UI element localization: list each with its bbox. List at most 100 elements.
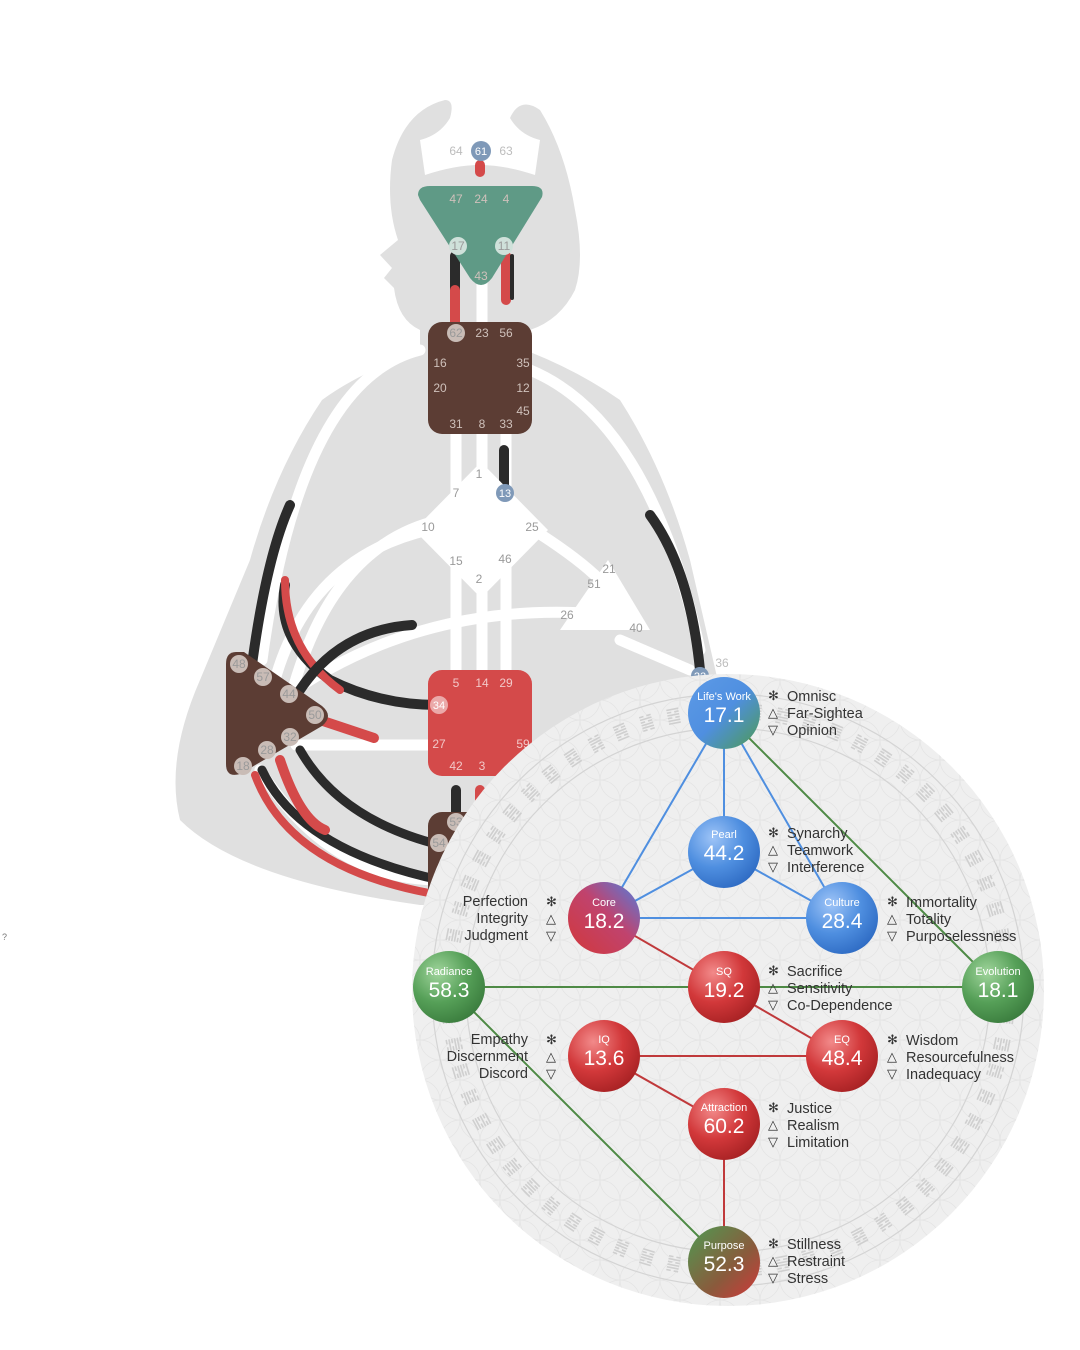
siddhi-icon: ✻	[887, 1032, 898, 1047]
sphere-name: Radiance	[426, 966, 472, 978]
shadow-label: Co-Dependence	[787, 998, 893, 1014]
sphere-value: 18.2	[584, 910, 625, 933]
gate-11: 11	[498, 239, 511, 253]
sphere-value: 18.1	[978, 979, 1019, 1002]
labels-core: Perfection ✻ Integrity △ Judgment ▽	[463, 894, 557, 944]
sphere-radiance[interactable]: Radiance 58.3	[413, 951, 485, 1023]
hexagram-glyph	[826, 1238, 844, 1258]
hexagram-glyph	[934, 1157, 954, 1177]
shadow-icon: ▽	[768, 997, 778, 1012]
sphere-name: IQ	[598, 1034, 610, 1046]
gate-44: 44	[282, 687, 296, 701]
shadow-label: Purposelessness	[906, 929, 1016, 945]
hexagram-glyph	[775, 707, 790, 726]
hexagram-glyph	[964, 1112, 984, 1131]
sphere-value: 48.4	[822, 1047, 863, 1070]
siddhi-label: Omnisc	[787, 689, 836, 705]
gift-icon: △	[768, 1253, 778, 1268]
shadow-icon: ▽	[546, 1066, 556, 1081]
siddhi-icon: ✻	[768, 688, 779, 703]
gate-51: 51	[587, 577, 601, 591]
hexagram-glyph	[612, 1238, 630, 1258]
hexagram-glyph	[502, 803, 522, 823]
spleen-center: 48 57 44 50 32 28 18	[226, 652, 328, 775]
gate-64: 64	[449, 144, 463, 158]
hexagram-glyph	[895, 764, 915, 784]
gate-43: 43	[474, 269, 488, 283]
sphere-culture[interactable]: Culture 28.4	[806, 882, 878, 954]
hexagram-glyph	[850, 734, 869, 754]
gate-27: 27	[432, 737, 446, 751]
gate-46: 46	[498, 552, 512, 566]
hexagram-glyph	[985, 1063, 1005, 1080]
hexagram-glyph	[976, 1088, 996, 1106]
sphere-attraction[interactable]: Attraction 60.2	[688, 1088, 760, 1160]
gate-62: 62	[449, 326, 463, 340]
sphere-iq[interactable]: IQ 13.6	[568, 1020, 640, 1092]
hexagram-glyph	[915, 782, 936, 803]
shadow-icon: ▽	[768, 1134, 778, 1149]
hexagram-glyph	[587, 1226, 606, 1246]
gate-50: 50	[308, 708, 322, 722]
gift-icon: △	[768, 842, 778, 857]
siddhi-icon: ✻	[887, 894, 898, 909]
hexagram-glyph	[638, 713, 655, 733]
hexagram-glyph	[775, 1254, 790, 1273]
sphere-purpose[interactable]: Purpose 52.3	[688, 1226, 760, 1298]
sphere-name: Evolution	[975, 966, 1020, 978]
gate-14: 14	[475, 676, 489, 690]
hexagram-glyph	[472, 1112, 492, 1131]
sphere-evolution[interactable]: Evolution 18.1	[962, 951, 1034, 1023]
gate-57: 57	[256, 670, 270, 684]
shadow-label: Judgment	[464, 928, 528, 944]
hexagram-glyph	[451, 1063, 471, 1080]
hexagram-glyph	[915, 1177, 936, 1198]
hexagram-glyph	[520, 1177, 541, 1198]
gate-34: 34	[433, 700, 445, 712]
hexagram-glyph	[638, 1247, 655, 1267]
gate-40: 40	[629, 621, 643, 635]
gate-25: 25	[525, 520, 539, 534]
gift-label: Realism	[787, 1118, 839, 1134]
sphere-sq[interactable]: SQ 19.2	[688, 951, 760, 1023]
sphere-lifes-work[interactable]: Life's Work 17.1	[688, 677, 760, 749]
gate-23: 23	[475, 326, 489, 340]
shadow-label: Opinion	[787, 723, 837, 739]
hexagram-glyph	[486, 825, 506, 845]
sphere-name: Attraction	[701, 1102, 747, 1114]
hexagram-glyph	[541, 764, 561, 784]
shadow-icon: ▽	[887, 928, 897, 943]
sphere-core[interactable]: Core 18.2	[568, 882, 640, 954]
siddhi-icon: ✻	[768, 963, 779, 978]
sphere-pearl[interactable]: Pearl 44.2	[688, 816, 760, 888]
sphere-eq[interactable]: EQ 48.4	[806, 1020, 878, 1092]
siddhi-label: Empathy	[471, 1032, 529, 1048]
sphere-name: SQ	[716, 966, 732, 978]
hexagram-glyph	[486, 1135, 506, 1155]
siddhi-label: Perfection	[463, 894, 528, 910]
shadow-icon: ▽	[546, 928, 556, 943]
shadow-label: Stress	[787, 1271, 828, 1287]
shadow-icon: ▽	[768, 1270, 778, 1285]
hexagram-glyph	[873, 1212, 893, 1232]
sphere-value: 44.2	[704, 842, 745, 865]
gate-13: 13	[499, 488, 511, 500]
siddhi-label: Wisdom	[906, 1033, 958, 1049]
gate-7: 7	[453, 486, 460, 500]
hexagram-glyph	[801, 1247, 818, 1267]
gate-26: 26	[560, 608, 574, 622]
sphere-name: Culture	[824, 897, 859, 909]
gate-45: 45	[516, 404, 530, 418]
shadow-icon: ▽	[768, 859, 778, 874]
hexagram-glyph	[666, 1254, 681, 1273]
gate-36: 36	[715, 656, 729, 670]
gate-31: 31	[449, 417, 463, 431]
shadow-label: Discord	[479, 1066, 528, 1082]
gift-icon: △	[768, 1117, 778, 1132]
gate-24: 24	[474, 192, 488, 206]
labels-culture: ✻ Immortality △ Totality ▽ Purposelessne…	[887, 894, 1016, 945]
gate-42: 42	[449, 759, 463, 773]
hexagram-glyph	[964, 849, 984, 868]
ajna-center: 47 24 4 17 11 43	[418, 186, 543, 285]
